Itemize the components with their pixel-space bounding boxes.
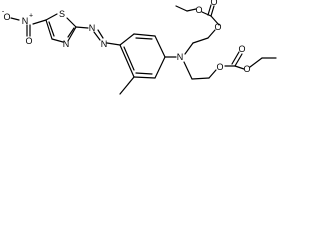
nitro-oxygen-double-label: O bbox=[25, 36, 32, 46]
thiazole-ring bbox=[45, 13, 77, 43]
methyl-group bbox=[119, 76, 135, 95]
azo-nitrogen-2-label: N bbox=[101, 39, 108, 49]
thiazole-nitrogen-label: N bbox=[63, 39, 70, 49]
chemical-structure-diagram: O - N + O S N N N N O O O O O O bbox=[2, 0, 277, 95]
amine-nitrogen-label: N bbox=[177, 52, 184, 62]
benzene-ring bbox=[119, 33, 166, 79]
lower-ether-oxygen-label: O bbox=[216, 62, 223, 72]
upper-carbonate-chain bbox=[164, 4, 220, 58]
nitro-oxygen-charge-label: - bbox=[2, 9, 5, 16]
lower-carbonyl-oxygen-label: O bbox=[238, 44, 245, 54]
azo-nitrogen-1-label: N bbox=[89, 23, 96, 33]
upper-ethyl-oxygen-label: O bbox=[195, 5, 202, 15]
nitro-group bbox=[10, 17, 47, 37]
lower-ethyl-oxygen-label: O bbox=[243, 64, 250, 74]
nitro-oxygen-anion-label: O bbox=[3, 12, 10, 22]
nitro-nitrogen-charge-label: + bbox=[29, 13, 33, 20]
lower-carbonate-chain bbox=[183, 51, 277, 80]
nitro-nitrogen-label: N bbox=[22, 16, 29, 26]
upper-ether-oxygen-label: O bbox=[214, 22, 221, 32]
azo-linkage bbox=[75, 26, 121, 46]
upper-carbonyl-oxygen-label: O bbox=[210, 0, 217, 7]
thiazole-sulfur-label: S bbox=[59, 9, 65, 19]
